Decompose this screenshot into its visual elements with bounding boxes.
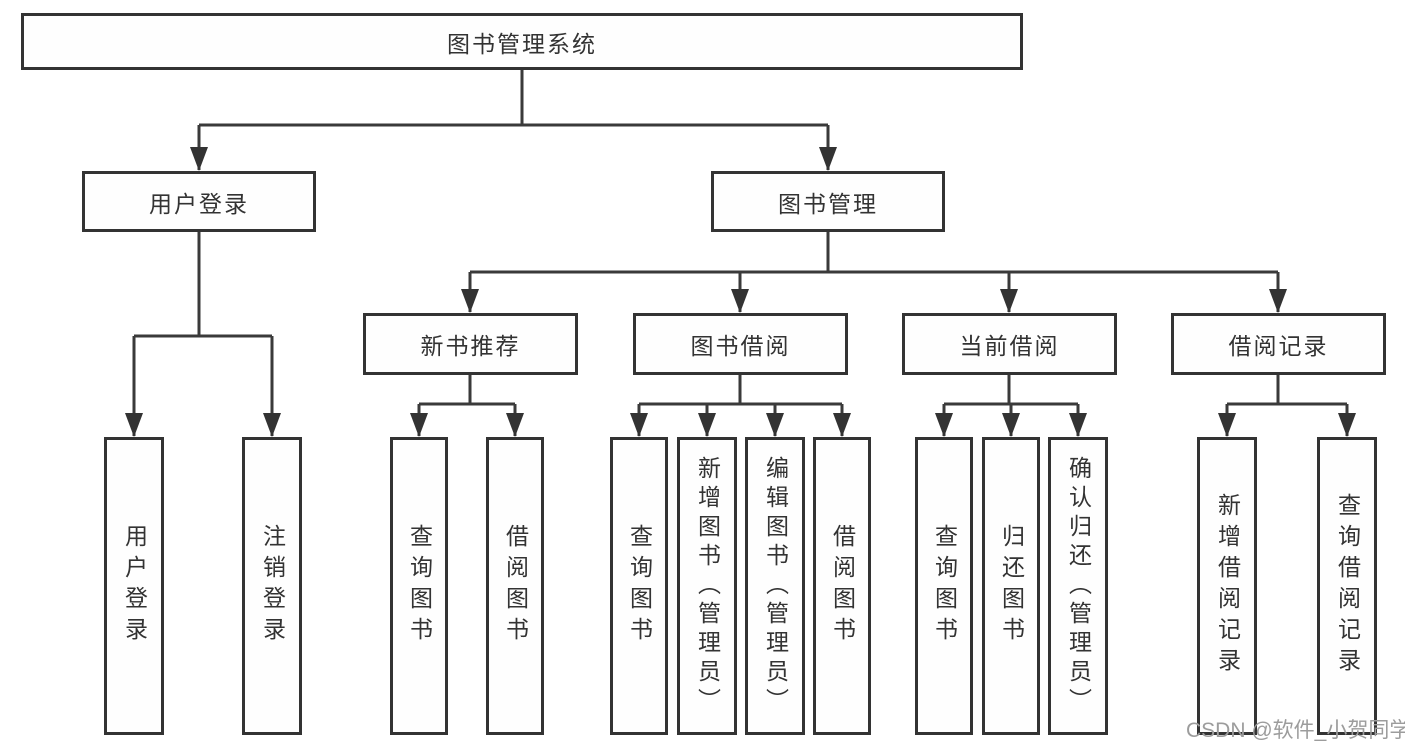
- leaf-edit-books-label: 编辑图书（管理员）: [762, 455, 789, 717]
- leaf-confirm-return-label: 确认归还（管理员）: [1065, 455, 1092, 717]
- leaf-query-books-under-current: 查询图书: [915, 437, 973, 735]
- leaf-borrow-books-label: 借阅图书: [502, 524, 529, 648]
- leaf-add-borrow-record: 新增借阅记录: [1197, 437, 1257, 735]
- leaf-query-borrow-record: 查询借阅记录: [1317, 437, 1377, 735]
- leaf-edit-books-admin: 编辑图书（管理员）: [745, 437, 805, 735]
- csdn-watermark: CSDN @软件_小贺同学: [1186, 719, 1405, 742]
- leaf-add-borrow-record-label: 新增借阅记录: [1214, 493, 1241, 679]
- leaf-query-books-under-recommend: 查询图书: [390, 437, 448, 735]
- node-root-system: 图书管理系统: [21, 13, 1023, 70]
- edge-borrow-record-children: [1218, 375, 1356, 437]
- edge-book-mgmt-children: [461, 232, 1287, 313]
- leaf-logout: 注销登录: [242, 437, 302, 735]
- edge-current-borrow-children: [935, 375, 1087, 437]
- leaf-query-borrow-record-label: 查询借阅记录: [1334, 493, 1361, 679]
- leaf-query-books-under-borrowing: 查询图书: [610, 437, 668, 735]
- leaf-add-books-label: 新增图书（管理员）: [694, 455, 721, 717]
- edge-book-borrow-children: [630, 375, 851, 437]
- leaf-return-books: 归还图书: [982, 437, 1040, 735]
- edge-new-book-rec-children: [410, 375, 524, 437]
- leaf-user-login: 用户登录: [104, 437, 164, 735]
- leaf-query-books-label: 查询图书: [931, 524, 958, 648]
- leaf-return-books-label: 归还图书: [998, 524, 1025, 648]
- node-user-login: 用户登录: [82, 171, 316, 232]
- edge-root-to-level2: [190, 70, 837, 171]
- node-current-borrowing: 当前借阅: [902, 313, 1117, 375]
- edge-user-login-children: [125, 232, 281, 437]
- leaf-confirm-return-admin: 确认归还（管理员）: [1048, 437, 1108, 735]
- leaf-borrow-books-under-recommend: 借阅图书: [486, 437, 544, 735]
- leaf-query-books-label: 查询图书: [406, 524, 433, 648]
- node-new-book-recommend: 新书推荐: [363, 313, 578, 375]
- leaf-borrow-books-label: 借阅图书: [829, 524, 856, 648]
- leaf-add-books-admin: 新增图书（管理员）: [677, 437, 737, 735]
- node-book-management: 图书管理: [711, 171, 945, 232]
- leaf-logout-label: 注销登录: [259, 524, 286, 648]
- leaf-query-books-label: 查询图书: [626, 524, 653, 648]
- node-borrowing-records: 借阅记录: [1171, 313, 1386, 375]
- node-book-borrowing: 图书借阅: [633, 313, 848, 375]
- leaf-user-login-label: 用户登录: [121, 524, 148, 648]
- leaf-borrow-books-under-borrowing: 借阅图书: [813, 437, 871, 735]
